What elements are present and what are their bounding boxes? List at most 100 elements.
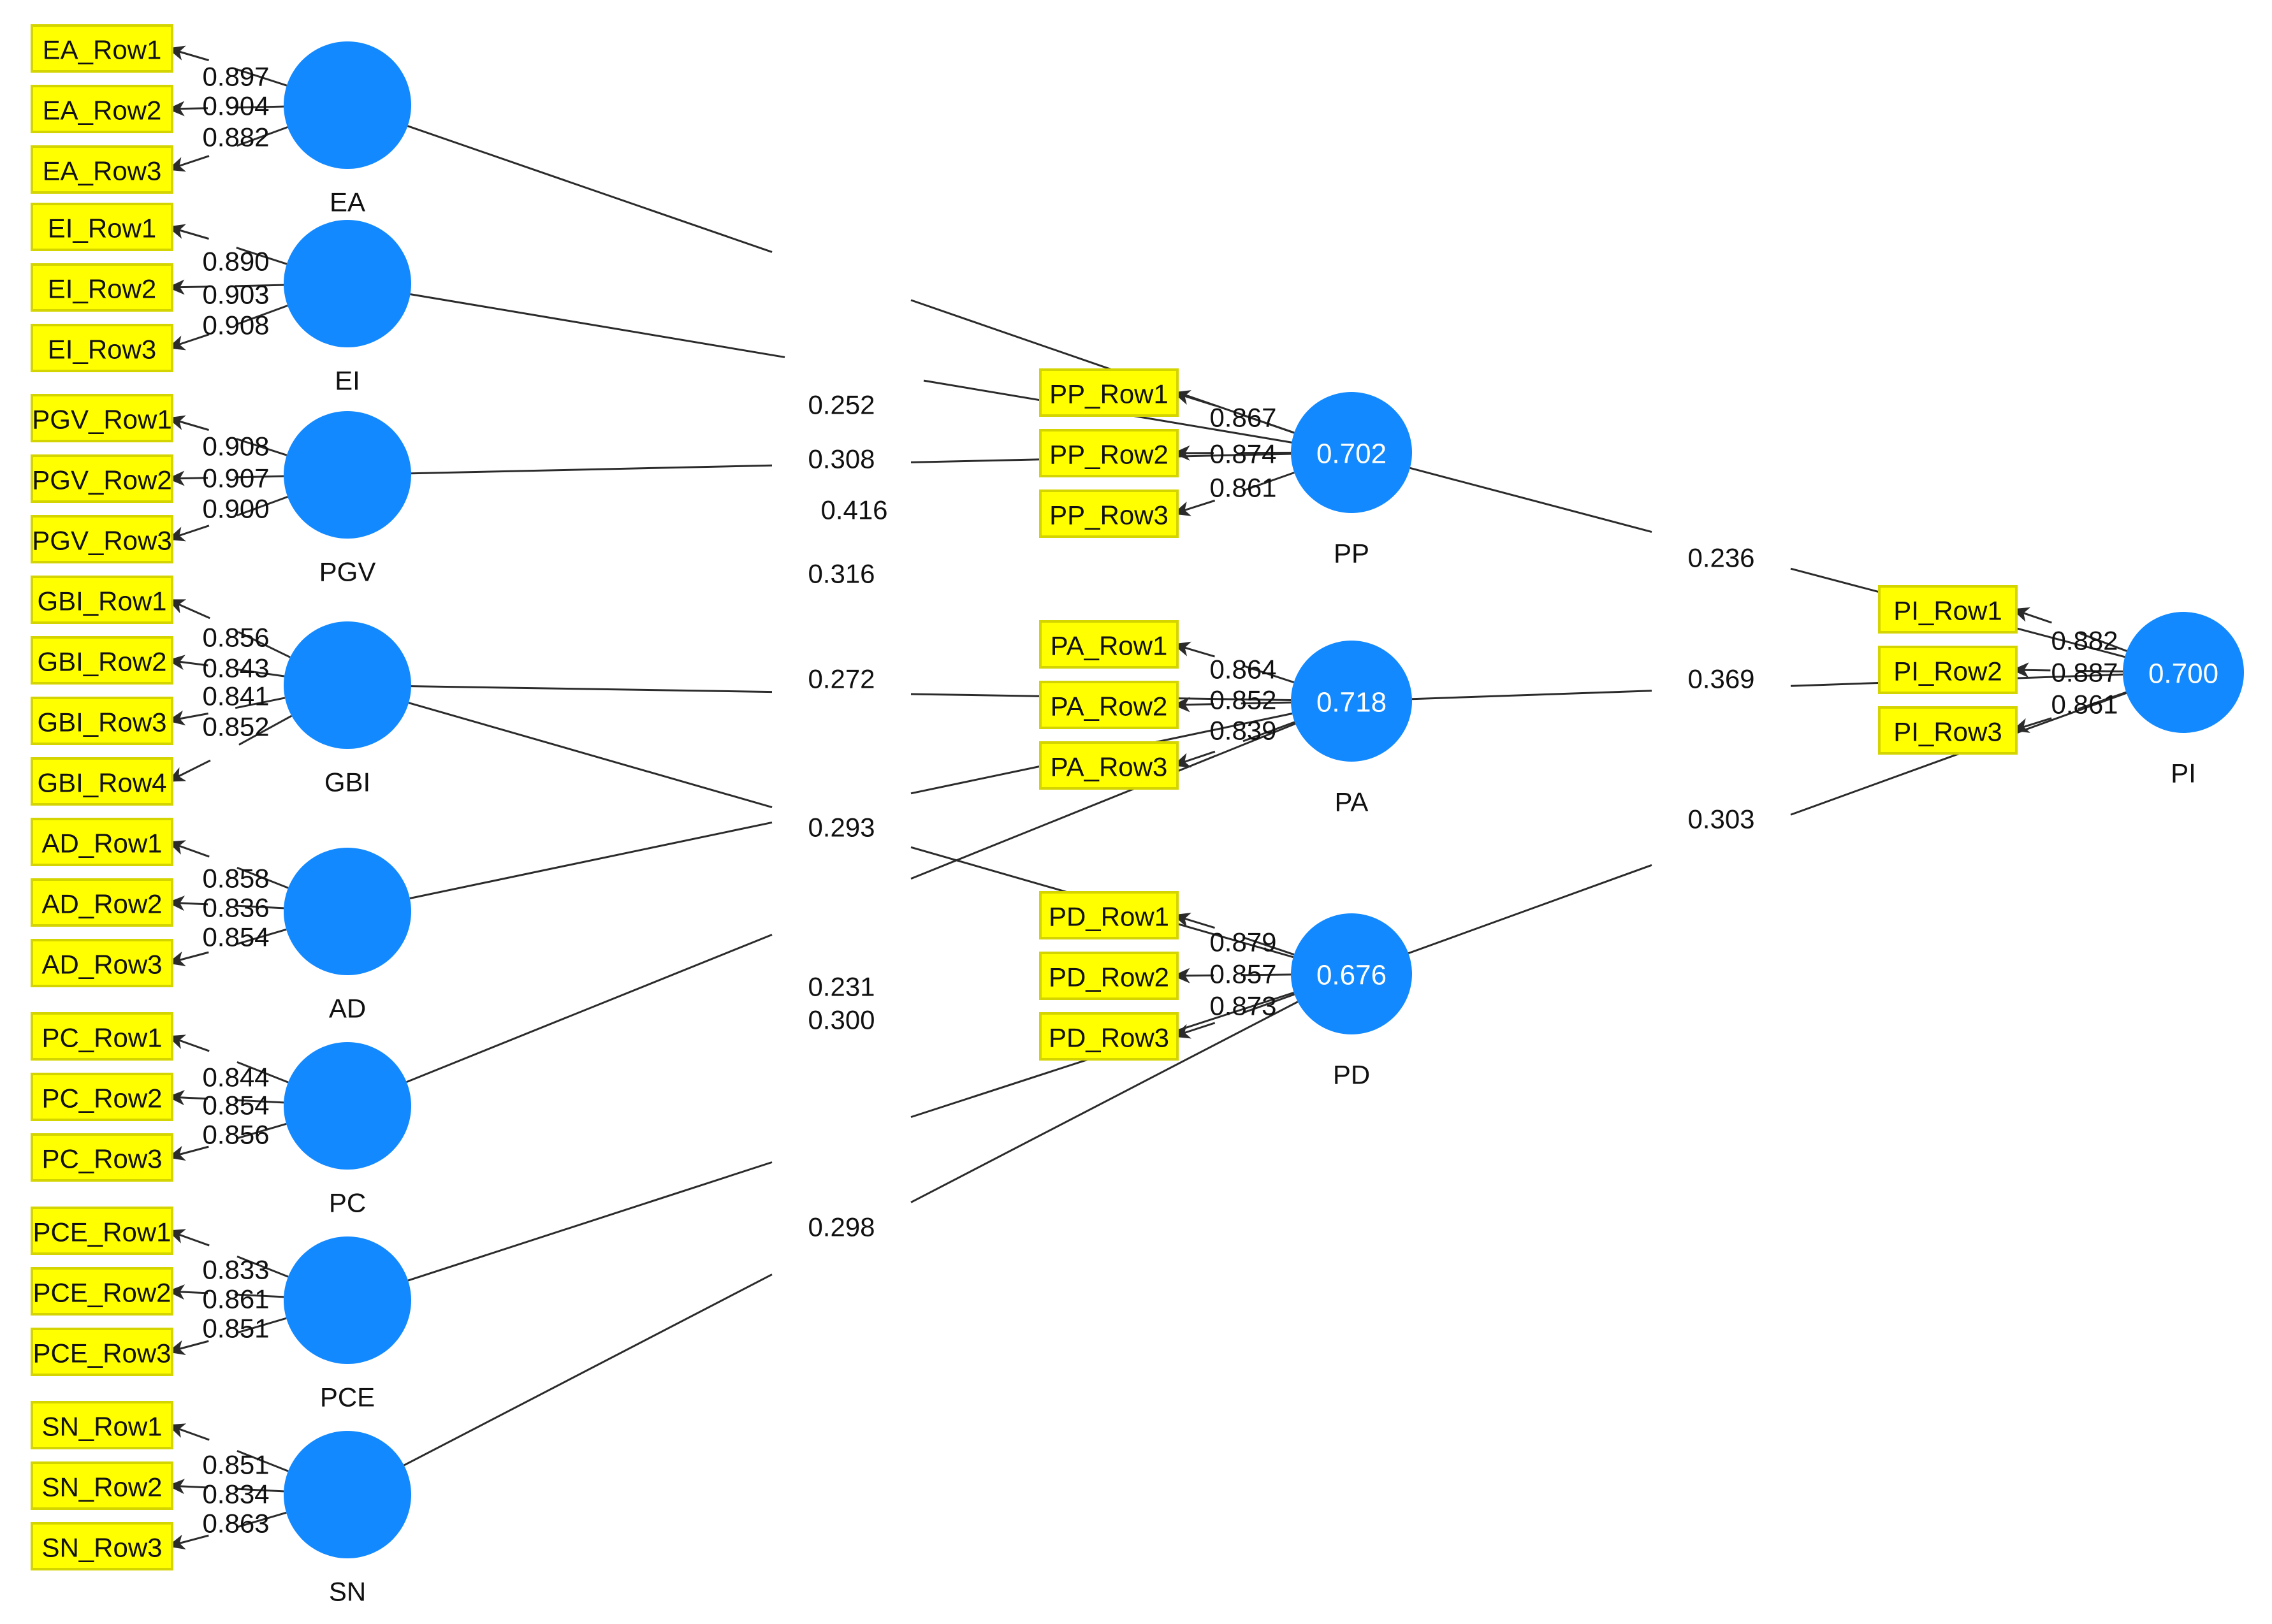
- path-coefficient-value: 0.416: [820, 495, 887, 525]
- latent-variable-PGV[interactable]: PGV: [284, 411, 411, 587]
- latent-name-label: PCE: [320, 1382, 375, 1412]
- indicator-box[interactable]: PC_Row2: [31, 1073, 173, 1121]
- measurement-path: [167, 598, 291, 658]
- path-coefficient-value: 0.316: [808, 559, 875, 589]
- indicator-box[interactable]: AD_Row3: [31, 939, 173, 987]
- path-coefficient-value: 0.303: [1687, 804, 1754, 834]
- indicator-box[interactable]: PA_Row2: [1039, 681, 1179, 729]
- measurement-path: [1172, 912, 1295, 956]
- measurement-path: [167, 279, 284, 295]
- indicator-box[interactable]: PP_Row1: [1039, 368, 1179, 417]
- path-coefficient-value: 0.308: [808, 444, 875, 474]
- indicator-box[interactable]: PA_Row1: [1039, 620, 1179, 669]
- measurement-path: [167, 1317, 287, 1356]
- indicator-box[interactable]: GBI_Row2: [31, 636, 173, 685]
- latent-circle: [284, 41, 411, 169]
- structural-paths-layer: [404, 125, 2127, 1467]
- loading-value: 0.861: [1209, 473, 1276, 503]
- indicator-box[interactable]: PD_Row3: [1039, 1012, 1179, 1061]
- indicator-rect: [31, 1522, 173, 1570]
- indicator-rect: [31, 394, 173, 442]
- indicator-box[interactable]: PC_Row1: [31, 1012, 173, 1061]
- indicator-box[interactable]: PA_Row3: [1039, 741, 1179, 790]
- indicator-box[interactable]: AD_Row2: [31, 878, 173, 927]
- indicator-box[interactable]: EA_Row2: [31, 85, 173, 133]
- measurement-path: [167, 1034, 289, 1084]
- indicator-box[interactable]: PGV_Row3: [31, 515, 173, 563]
- indicator-box[interactable]: EI_Row2: [31, 263, 173, 312]
- measurement-path: [1172, 472, 1295, 516]
- loading-value: 0.852: [202, 712, 269, 742]
- indicator-box[interactable]: PCE_Row2: [31, 1267, 173, 1316]
- indicator-box[interactable]: AD_Row1: [31, 818, 173, 866]
- measurement-path: [167, 224, 288, 265]
- latent-variable-EI[interactable]: EI: [284, 220, 411, 396]
- indicator-label: EA_Row3: [43, 156, 162, 186]
- loading-value: 0.851: [202, 1450, 269, 1480]
- indicator-rect: [1878, 585, 2018, 634]
- indicator-box[interactable]: PGV_Row2: [31, 454, 173, 503]
- indicator-box[interactable]: PP_Row3: [1039, 489, 1179, 538]
- indicator-boxes-layer: EA_Row1EA_Row2EA_Row3EI_Row1EI_Row2EI_Ro…: [31, 24, 2018, 1570]
- latent-name-label: PI: [2171, 758, 2196, 788]
- indicator-box[interactable]: PCE_Row1: [31, 1207, 173, 1255]
- indicator-box[interactable]: PD_Row2: [1039, 952, 1179, 1000]
- loading-value: 0.908: [202, 431, 269, 461]
- r-squared-value: 0.700: [2148, 658, 2218, 690]
- latent-variable-PC[interactable]: PC: [284, 1042, 411, 1218]
- indicator-rect: [31, 515, 173, 563]
- indicator-box[interactable]: PC_Row3: [31, 1133, 173, 1182]
- loading-value: 0.861: [202, 1284, 269, 1314]
- indicator-label: SN_Row3: [41, 1533, 162, 1563]
- indicator-box[interactable]: SN_Row1: [31, 1401, 173, 1449]
- indicator-label: EA_Row1: [43, 35, 162, 65]
- indicator-label: SN_Row2: [41, 1472, 162, 1502]
- indicator-box[interactable]: PD_Row1: [1039, 891, 1179, 939]
- measurement-path: [1172, 721, 1295, 768]
- indicator-box[interactable]: SN_Row3: [31, 1522, 173, 1570]
- latent-name-label: PA: [1335, 787, 1369, 817]
- indicator-box[interactable]: EA_Row1: [31, 24, 173, 73]
- latent-variable-GBI[interactable]: GBI: [284, 621, 411, 797]
- loading-value: 0.854: [202, 1091, 269, 1120]
- indicator-box[interactable]: GBI_Row3: [31, 697, 173, 745]
- indicator-label: AD_Row3: [41, 950, 162, 980]
- indicator-box[interactable]: EI_Row3: [31, 324, 173, 372]
- indicator-box[interactable]: PP_Row2: [1039, 429, 1179, 477]
- indicator-rect: [31, 1207, 173, 1255]
- measurement-path: [167, 45, 288, 87]
- indicator-box[interactable]: GBI_Row4: [31, 757, 173, 806]
- latent-variable-EA[interactable]: EA: [284, 41, 411, 217]
- latent-variable-SN[interactable]: SN: [284, 1431, 411, 1607]
- coefficient-labels-layer: 0.8970.9040.8820.8900.9030.9080.9080.907…: [202, 62, 2118, 1539]
- latent-name-label: PGV: [319, 557, 376, 587]
- indicator-box[interactable]: PI_Row2: [1878, 646, 2018, 694]
- indicator-label: EI_Row3: [48, 335, 156, 365]
- indicator-box[interactable]: EI_Row1: [31, 203, 173, 251]
- latent-variable-PCE[interactable]: PCE: [284, 1236, 411, 1412]
- loading-value: 0.882: [202, 122, 269, 152]
- indicator-box[interactable]: GBI_Row1: [31, 576, 173, 624]
- latent-circle: [284, 411, 411, 539]
- indicator-label: PA_Row1: [1051, 631, 1168, 661]
- measurement-path: [167, 1090, 284, 1106]
- loading-value: 0.900: [202, 494, 269, 524]
- loading-value: 0.858: [202, 864, 269, 894]
- indicator-rect: [31, 145, 173, 194]
- indicator-rect: [1039, 429, 1179, 477]
- indicator-label: AD_Row1: [41, 829, 162, 859]
- indicator-box[interactable]: SN_Row2: [31, 1461, 173, 1510]
- indicator-box[interactable]: PCE_Row3: [31, 1328, 173, 1376]
- indicator-rect: [31, 1133, 173, 1182]
- indicator-label: PP_Row3: [1049, 500, 1169, 530]
- loading-value: 0.856: [202, 1120, 269, 1150]
- indicator-box[interactable]: PI_Row1: [1878, 585, 2018, 634]
- indicator-box[interactable]: PI_Row3: [1878, 706, 2018, 755]
- indicator-box[interactable]: PGV_Row1: [31, 394, 173, 442]
- latent-variable-AD[interactable]: AD: [284, 848, 411, 1024]
- indicator-box[interactable]: EA_Row3: [31, 145, 173, 194]
